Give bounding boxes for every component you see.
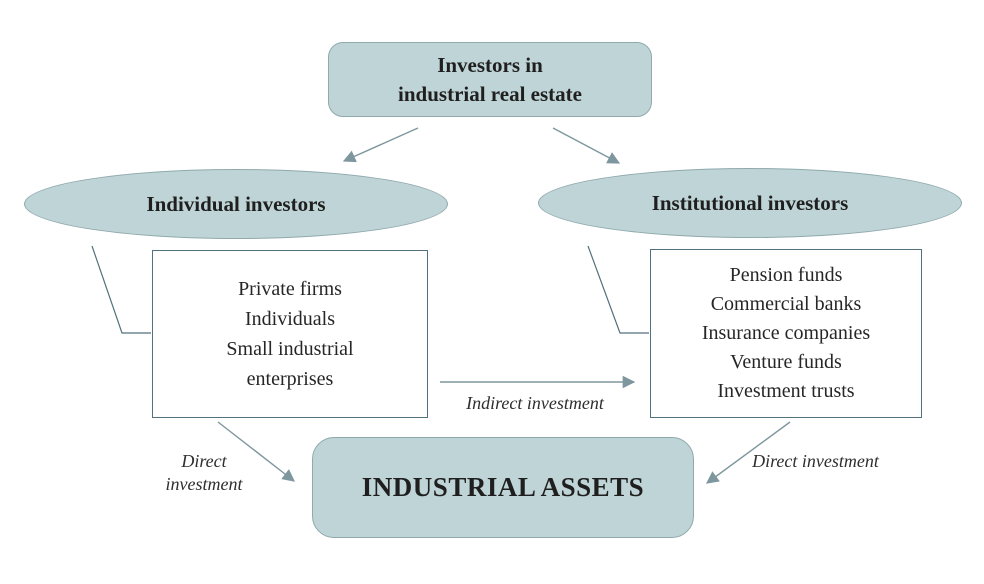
node-investors-in-industrial-real-estate: Investors in industrial real estate [328,42,652,117]
node-institutional-investor-types: Pension funds Commercial banks Insurance… [650,249,922,418]
node-individual-investors-label: Individual investors [146,191,326,216]
edge-label-direct-investment-left: Direct investment [165,451,243,494]
edge-label-direct-investment-right: Direct investment [752,451,879,471]
arrow-investors-to-institutional [552,127,621,164]
node-institutional-investors-label: Institutional investors [651,190,849,215]
connector-institutional-to-list [587,245,649,334]
node-individual-investors: Individual investors [24,169,448,239]
list-item: Private firms [238,278,342,300]
list-item: Investment trusts [717,380,855,402]
node-industrial-assets: INDUSTRIAL ASSETS [312,437,694,538]
individual-investor-type-list: Private firms Individuals Small industri… [188,274,393,394]
node-investors-label-line2: industrial real estate [398,81,582,106]
list-item: Venture funds [730,351,842,373]
edge-label-indirect-investment: Indirect investment [466,393,604,413]
node-institutional-investors: Institutional investors [538,168,962,238]
connector-individual-to-list [91,245,151,334]
institutional-investor-type-list: Pension funds Commercial banks Insurance… [702,261,870,406]
node-individual-investor-types: Private firms Individuals Small industri… [152,250,428,418]
list-item: Insurance companies [701,322,871,344]
node-investors-label-line1: Investors in [437,52,543,77]
list-item: Pension funds [729,264,843,286]
list-item: Small industrial enterprises [226,338,354,390]
list-item: Individuals [245,308,335,330]
arrow-investors-to-individual [342,127,419,163]
list-item: Commercial banks [710,293,862,315]
node-industrial-assets-label: INDUSTRIAL ASSETS [361,472,645,502]
